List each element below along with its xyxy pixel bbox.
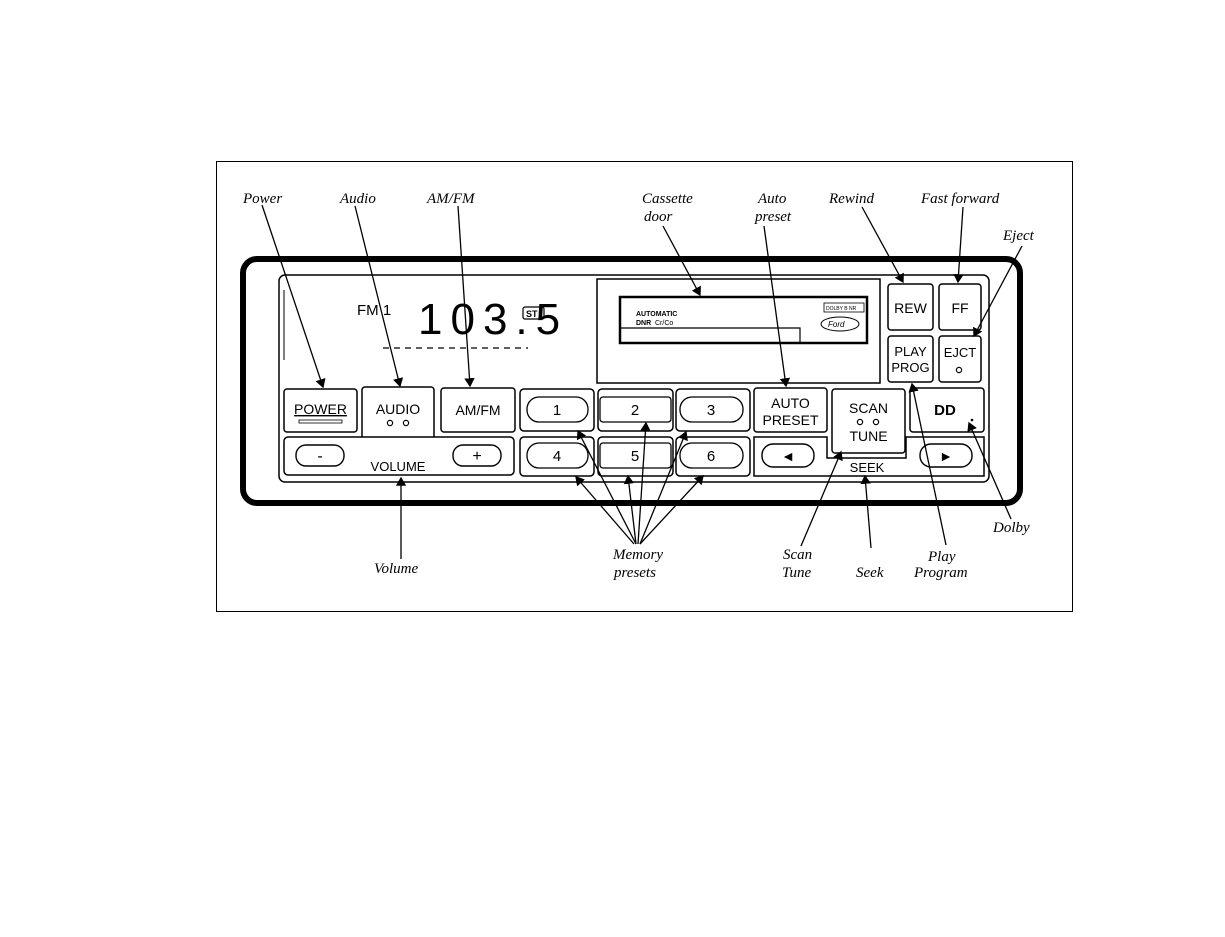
memory-leader-4	[576, 477, 634, 544]
volume-control[interactable]: - + VOLUME	[284, 437, 514, 475]
preset-1-button[interactable]: 1	[520, 389, 594, 431]
callout-memory-line2: presets	[613, 565, 656, 581]
frequency-readout: 103.5	[418, 295, 568, 344]
cassette-door[interactable]: AUTOMATIC DNR Cr/Co DOLBY B NR Ford	[597, 279, 880, 383]
rewind-leader	[862, 207, 903, 282]
seek-leader	[865, 476, 871, 548]
callout-auto-line1: Auto	[757, 191, 787, 207]
seek-forward-button[interactable]: ►	[939, 448, 953, 464]
scan-label: SCAN	[849, 400, 888, 416]
callout-rewind: Rewind	[828, 191, 874, 207]
audio-button-label: AUDIO	[376, 401, 420, 417]
callout-amfm: AM/FM	[426, 191, 476, 207]
callout-cassette-line1: Cassette	[642, 191, 693, 207]
seek-label: SEEK	[850, 460, 885, 475]
volume-label: VOLUME	[371, 459, 426, 474]
scan-tune-button[interactable]: SCAN TUNE	[832, 389, 905, 453]
auto-preset-button[interactable]: AUTO PRESET	[754, 388, 827, 432]
seek-back-button[interactable]: ◄	[781, 448, 795, 464]
callout-play-line1: Play	[927, 549, 956, 565]
preset-2-label: 2	[631, 402, 639, 419]
prog-label: PROG	[891, 360, 929, 375]
callout-dolby: Dolby	[992, 520, 1030, 536]
cassette-crco-label: Cr/Co	[655, 320, 673, 327]
memory-leader-6	[640, 476, 703, 544]
rewind-button[interactable]: REW	[888, 284, 933, 330]
callout-scan: Scan	[783, 547, 812, 563]
callout-seek: Seek	[856, 565, 884, 581]
preset-4-label: 4	[553, 448, 561, 465]
auto-preset-leader	[764, 226, 786, 386]
fast-forward-button-label: FF	[951, 300, 968, 316]
cassette-dnr-label: DNR	[636, 320, 651, 327]
power-button-label: POWER	[294, 401, 347, 417]
auto-preset-label-top: AUTO	[771, 395, 810, 411]
preset-3-label: 3	[707, 402, 715, 419]
callout-fast-forward: Fast forward	[920, 191, 1000, 207]
preset-5-label: 5	[631, 448, 639, 465]
tune-label: TUNE	[849, 428, 887, 444]
callout-eject: Eject	[1002, 228, 1035, 244]
auto-preset-label-bottom: PRESET	[762, 412, 818, 428]
rewind-button-label: REW	[894, 300, 927, 316]
preset-2-button[interactable]: 2	[598, 389, 673, 431]
play-program-button[interactable]: PLAY PROG	[888, 336, 933, 382]
preset-5-button[interactable]: 5	[598, 437, 673, 476]
fast-forward-button[interactable]: FF	[939, 284, 981, 330]
preset-4-button[interactable]: 4	[520, 437, 594, 476]
preset-1-label: 1	[553, 402, 561, 419]
callout-power: Power	[242, 191, 282, 207]
band-label: FM 1	[357, 302, 391, 319]
amfm-button-label: AM/FM	[455, 402, 500, 418]
callout-tune: Tune	[782, 565, 812, 581]
callout-play-line2: Program	[913, 565, 968, 581]
ford-logo-text: Ford	[828, 320, 845, 329]
audio-leader	[355, 206, 400, 386]
dolby-tag: DOLBY B NR	[826, 306, 857, 312]
preset-3-button[interactable]: 3	[676, 389, 750, 431]
preset-6-button[interactable]: 6	[676, 437, 750, 476]
dolby-button-label: DD	[934, 402, 956, 419]
callout-auto-line2: preset	[754, 209, 792, 225]
callout-cassette-line2: door	[644, 209, 673, 225]
cassette-automatic-label: AUTOMATIC	[636, 311, 677, 318]
callout-audio: Audio	[339, 191, 376, 207]
fast-forward-leader	[958, 207, 963, 282]
volume-up-button[interactable]: +	[472, 448, 481, 465]
volume-down-button[interactable]: -	[317, 448, 322, 465]
preset-6-label: 6	[707, 448, 715, 465]
eject-button[interactable]: EJCT	[939, 336, 981, 382]
dolby-indicator-icon	[971, 419, 974, 422]
power-button[interactable]: POWER	[284, 389, 357, 432]
eject-button-label: EJCT	[944, 345, 977, 360]
stereo-indicator: ST	[526, 309, 538, 319]
play-label: PLAY	[894, 344, 927, 359]
callout-memory-line1: Memory	[612, 547, 663, 563]
amfm-button[interactable]: AM/FM	[441, 388, 515, 432]
callout-volume: Volume	[374, 561, 419, 577]
memory-leader-5	[628, 476, 636, 544]
power-leader	[262, 205, 323, 387]
